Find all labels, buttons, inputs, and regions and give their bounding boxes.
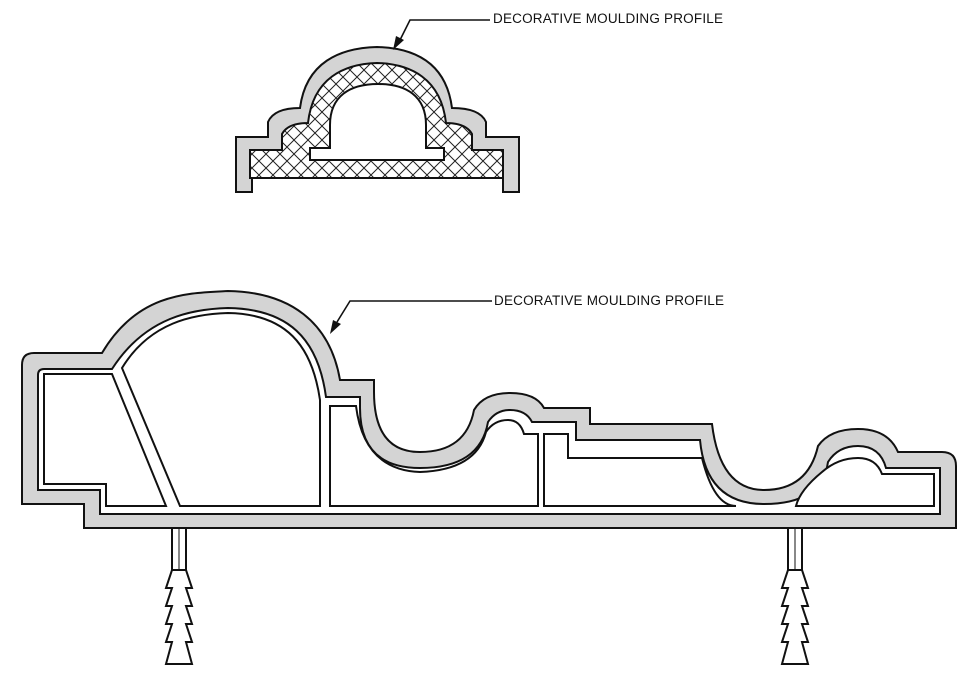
top-callout-leader: [393, 19, 490, 50]
left-anchor-fastener: [164, 527, 194, 665]
chamber-right: [794, 456, 935, 507]
chamber-middle-right: [543, 433, 737, 507]
large-profile-chambers: [43, 311, 935, 507]
chamber-left: [43, 373, 168, 507]
top-callout-label: DECORATIVE MOULDING PROFILE: [493, 11, 724, 26]
bottom-callout-label: DECORATIVE MOULDING PROFILE: [494, 293, 725, 308]
chamber-middle-left: [329, 405, 539, 507]
small-profile-inner-cavity: [309, 82, 445, 161]
small-moulding-profile: [235, 45, 520, 193]
chamber-dome: [120, 311, 321, 507]
right-anchor-fastener: [780, 527, 810, 665]
bottom-callout-leader: [330, 300, 492, 334]
large-moulding-profile: [21, 289, 957, 665]
